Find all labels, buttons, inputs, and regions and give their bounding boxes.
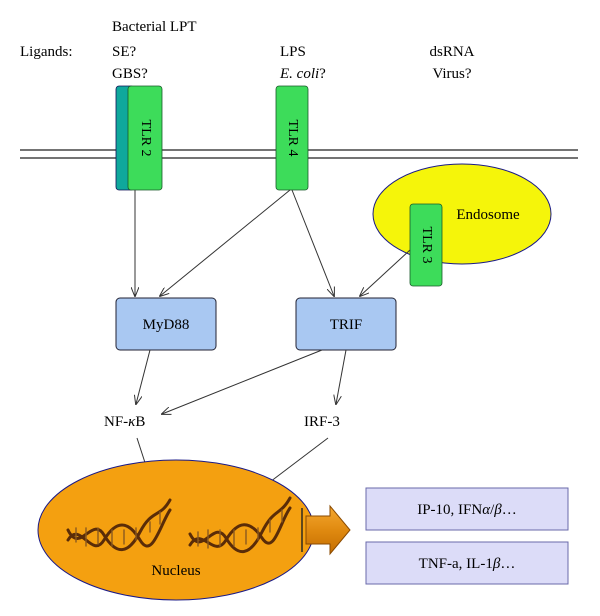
arrow-tlr3-to-trif xyxy=(360,249,411,296)
arrow-tlr4-to-myd88 xyxy=(160,189,291,296)
trif-label: TRIF xyxy=(330,317,363,333)
tlr3-label: TLR 3 xyxy=(419,227,434,264)
myd88-box: MyD88 xyxy=(115,297,217,351)
tlr3-receptor: TLR 3 xyxy=(409,203,443,287)
ligand-bacterial-lpt: Bacterial LPT xyxy=(112,19,197,35)
arrow-trif-to-irf3 xyxy=(336,349,347,404)
nucleus-label: Nucleus xyxy=(151,563,200,579)
output-tnf-il1-label: TNF-a, IL-1β… xyxy=(419,556,516,572)
ligands-header: Ligands: xyxy=(20,44,73,60)
arrow-myd88-to-nfkb xyxy=(136,349,151,404)
ligand-gbs: GBS? xyxy=(112,66,148,82)
output-ip10-ifn-label: IP-10, IFNα/β… xyxy=(417,502,517,518)
trif-box: TRIF xyxy=(295,297,397,351)
ligand-ecoli: E. coli? xyxy=(279,66,326,82)
signal-arrows xyxy=(135,189,411,488)
output-arrow-icon xyxy=(301,504,351,556)
output-box-ip10-ifn: IP-10, IFNα/β… xyxy=(365,487,569,531)
irf3-label: IRF-3 xyxy=(304,414,340,430)
nucleus: Nucleus xyxy=(37,459,315,601)
ligand-se: SE? xyxy=(112,44,137,60)
ligand-dsrna: dsRNA xyxy=(429,44,474,60)
dna-helix-icon xyxy=(188,496,292,553)
arrow-trif-to-nfkb xyxy=(162,349,323,414)
tlr2-label: TLR 2 xyxy=(138,120,153,157)
ligand-virus: Virus? xyxy=(432,66,471,82)
ligand-lps: LPS xyxy=(280,44,306,60)
tlr4-label: TLR 4 xyxy=(285,120,300,157)
nfkb-label: NF-κB xyxy=(104,414,145,430)
arrow-tlr4-to-trif xyxy=(291,189,334,296)
output-box-tnf-il1: TNF-a, IL-1β… xyxy=(365,541,569,585)
tlr4-receptor: TLR 4 xyxy=(275,85,309,191)
tlr2-receptor: TLR 2 xyxy=(115,85,163,191)
myd88-label: MyD88 xyxy=(143,317,190,333)
endosome: Endosome xyxy=(372,163,552,265)
dna-helix-icon xyxy=(66,498,172,552)
endosome-label: Endosome xyxy=(456,207,520,223)
